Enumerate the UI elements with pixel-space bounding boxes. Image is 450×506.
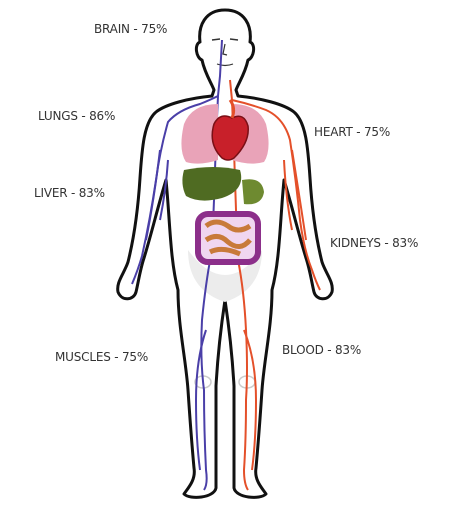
muscles-label: MUSCLES - 75% <box>55 350 148 364</box>
lungs-label: LUNGS - 86% <box>38 109 115 123</box>
kidneys-label: KIDNEYS - 83% <box>330 236 418 250</box>
liver-label: LIVER - 83% <box>34 186 105 200</box>
blood-label: BLOOD - 83% <box>282 343 361 357</box>
brain-label: BRAIN - 75% <box>94 22 167 36</box>
heart-label: HEART - 75% <box>314 125 390 139</box>
